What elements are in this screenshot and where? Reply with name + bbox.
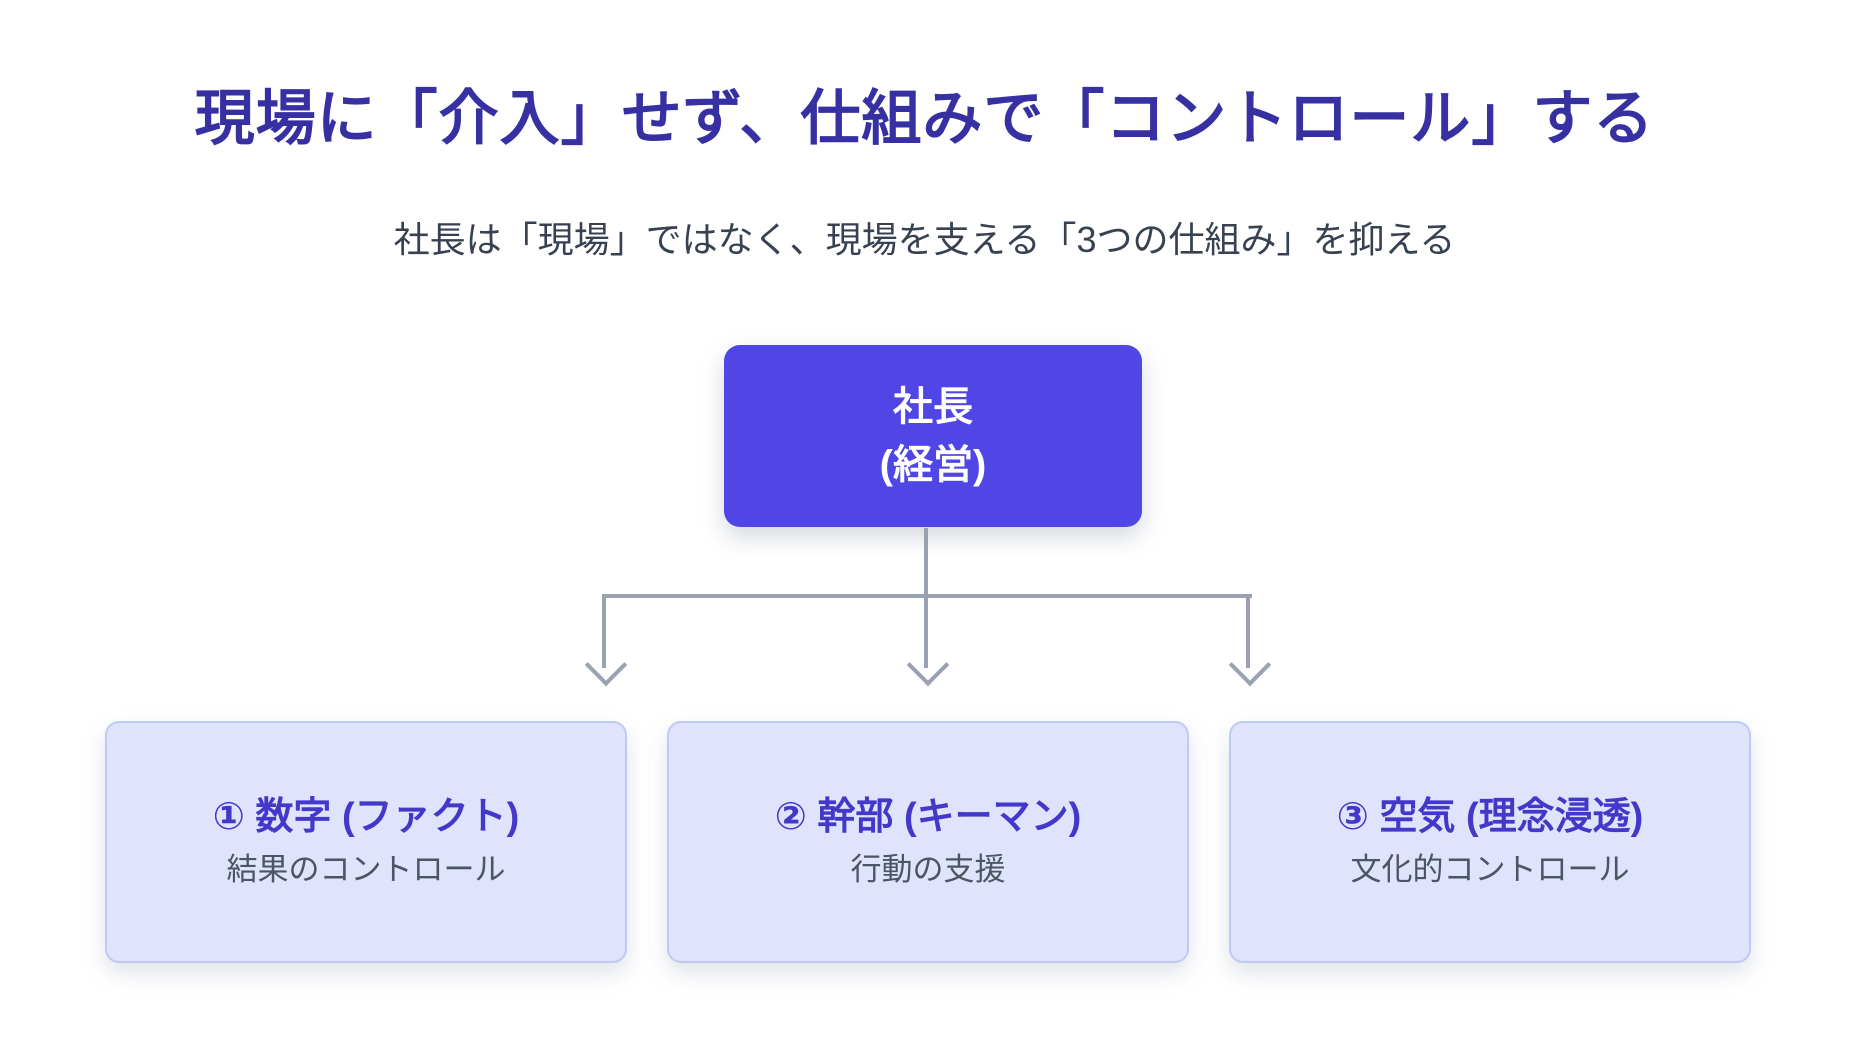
branch-subtitle: 結果のコントロール [226, 851, 506, 887]
page-title: 現場に「介入」せず、仕組みで「コントロール」する [194, 85, 1655, 152]
arrow-down-icon [584, 643, 628, 687]
root-node-line2: (経営) [879, 443, 987, 487]
branch-title: ② 幹部 (キーマン) [774, 796, 1082, 839]
branch-card-culture: ③ 空気 (理念浸透) 文化的コントロール [1229, 721, 1751, 963]
page-subtitle: 社長は「現場」ではなく、現場を支える「3つの仕組み」を抑える [393, 219, 1456, 260]
connector-drop-center [924, 594, 928, 668]
branch-title: ① 数字 (ファクト) [212, 796, 520, 839]
arrow-down-icon [906, 643, 950, 687]
connector-drop-right [1246, 594, 1250, 668]
root-node-line1: 社長 [893, 385, 973, 429]
connector-drop-left [602, 594, 606, 668]
branch-card-numbers: ① 数字 (ファクト) 結果のコントロール [105, 721, 627, 963]
arrow-down-icon [1228, 643, 1272, 687]
branch-card-executives: ② 幹部 (キーマン) 行動の支援 [667, 721, 1189, 963]
connector-stub-vertical [924, 528, 928, 596]
branch-title: ③ 空気 (理念浸透) [1336, 796, 1644, 839]
root-node-president: 社長 (経営) [724, 345, 1142, 527]
branch-subtitle: 行動の支援 [850, 851, 1006, 887]
branch-subtitle: 文化的コントロール [1350, 851, 1630, 887]
